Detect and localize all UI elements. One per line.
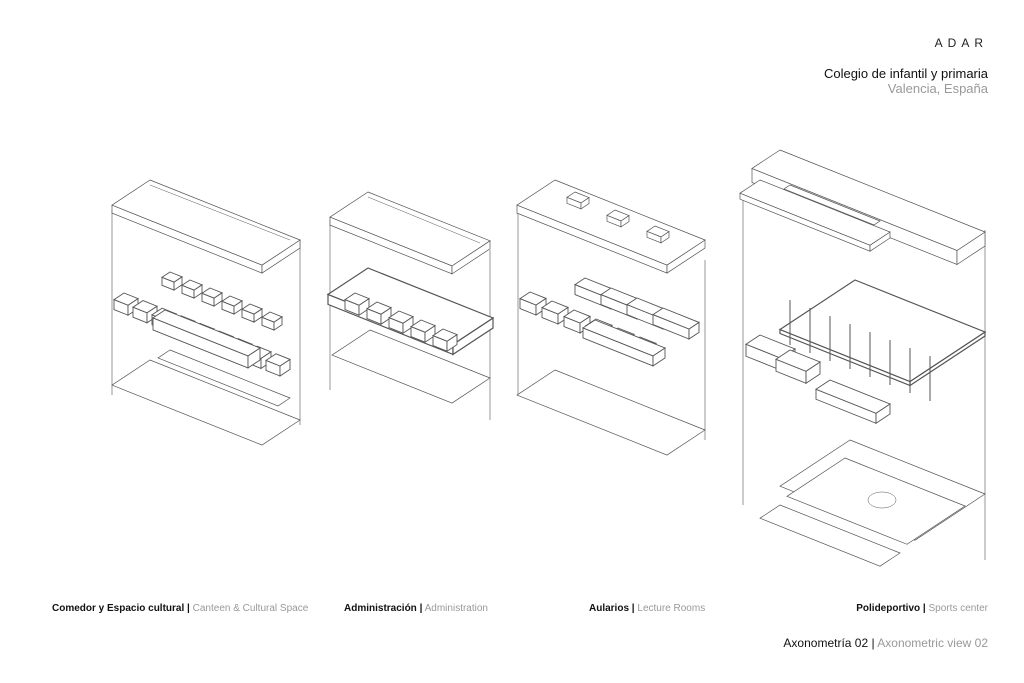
slab-face (111, 359, 301, 446)
classroom-block (652, 307, 700, 340)
slab-face (241, 303, 263, 315)
slab-face (152, 309, 261, 357)
room-block (161, 271, 183, 291)
slab-face (519, 291, 547, 306)
roof-slab (329, 191, 491, 275)
slab-face (161, 271, 183, 283)
caption-lecture-rooms: Aularios | Lecture Rooms (589, 603, 705, 614)
slab-face (265, 353, 291, 367)
slab-face (759, 504, 901, 567)
wall-segment (265, 353, 291, 377)
caption-es: Administración (344, 603, 417, 614)
skylight-box (646, 225, 670, 244)
slab-face (113, 292, 139, 306)
drawing-label-en: Axonometric view 02 (877, 636, 988, 650)
caption-en: Canteen & Cultural Space (192, 603, 309, 614)
caption-separator: | (187, 603, 190, 614)
slab-face (516, 369, 706, 456)
slab-face (157, 349, 291, 407)
room-block (344, 292, 370, 317)
drawing-label-es: Axonometría 02 (783, 636, 869, 650)
slab-face (646, 225, 670, 238)
caption-separator: | (631, 603, 635, 614)
wall-segment (152, 309, 261, 369)
caption-en: Lecture Rooms (637, 603, 706, 614)
room-block (181, 279, 203, 299)
room-block (388, 310, 414, 335)
wall-segment (132, 300, 158, 324)
caption-canteen: Comedor y Espacio cultural | Canteen & C… (52, 603, 308, 614)
slab-face (111, 179, 301, 266)
slab-face (563, 309, 591, 324)
room-block (261, 311, 283, 331)
slab-face (786, 457, 966, 545)
slab-face (329, 191, 491, 267)
slab-face (566, 191, 590, 204)
skylight-box (606, 209, 630, 228)
floor-outline (516, 369, 706, 456)
caption-separator: | (922, 603, 926, 614)
slab-face (541, 300, 569, 315)
caption-es: Aularios (589, 603, 630, 614)
caption-es: Comedor y Espacio cultural (52, 603, 185, 614)
roof-skylight (149, 184, 291, 241)
slab-face (783, 184, 881, 226)
drawing-label-separator: | (871, 636, 875, 650)
brand-logo: ADAR (934, 36, 988, 50)
caption-sports-center: Polideportivo | Sports center (856, 603, 988, 614)
roof-skylight (367, 196, 481, 244)
bench-block (815, 379, 891, 425)
project-title: Colegio de infantil y primaria (823, 66, 988, 81)
slab-face (366, 301, 392, 315)
slab-face (181, 279, 203, 291)
skylight-box (566, 191, 590, 210)
drawing-label: Axonometría 02 | Axonometric view 02 (783, 636, 988, 650)
slab-face (652, 307, 700, 330)
slab-face (344, 292, 370, 306)
floor-strip (759, 504, 901, 567)
slab-face (815, 379, 891, 414)
slab-face (432, 328, 458, 342)
caption-separator: | (419, 603, 423, 614)
floor-outline (111, 359, 301, 446)
roof-slab (516, 179, 706, 274)
room-block (410, 319, 436, 344)
court-center-circle (867, 491, 897, 509)
slab-face (132, 300, 158, 314)
slab-face (388, 310, 414, 324)
slab-face (582, 319, 666, 357)
room-block (221, 295, 243, 315)
slab-face (221, 295, 243, 307)
caption-administration: Administración | Administration (344, 603, 488, 614)
floor-strip (157, 349, 291, 407)
slab-face (739, 179, 891, 246)
caption-es: Polideportivo (856, 603, 921, 614)
caption-en: Administration (424, 603, 488, 614)
gym-floor-frame (778, 279, 987, 387)
canopy-slab (739, 179, 891, 252)
room-block (366, 301, 392, 326)
roof-slab (111, 179, 301, 274)
slab-face (331, 329, 491, 404)
room-block (201, 287, 223, 307)
slab-face (606, 209, 630, 222)
service-block (775, 349, 821, 385)
slab-face (201, 287, 223, 299)
slab-face (261, 311, 283, 323)
room-block (432, 328, 458, 353)
room-block (241, 303, 263, 323)
slab-face (410, 319, 436, 333)
caption-en: Sports center (928, 603, 988, 614)
canopy-strip (783, 184, 881, 226)
court-lines (786, 457, 966, 545)
floor-outline (331, 329, 491, 404)
classroom-block (582, 319, 666, 367)
wall-segment (541, 300, 569, 325)
project-location: Valencia, España (887, 81, 988, 96)
slab-face (751, 149, 986, 251)
slab-face (775, 349, 821, 372)
